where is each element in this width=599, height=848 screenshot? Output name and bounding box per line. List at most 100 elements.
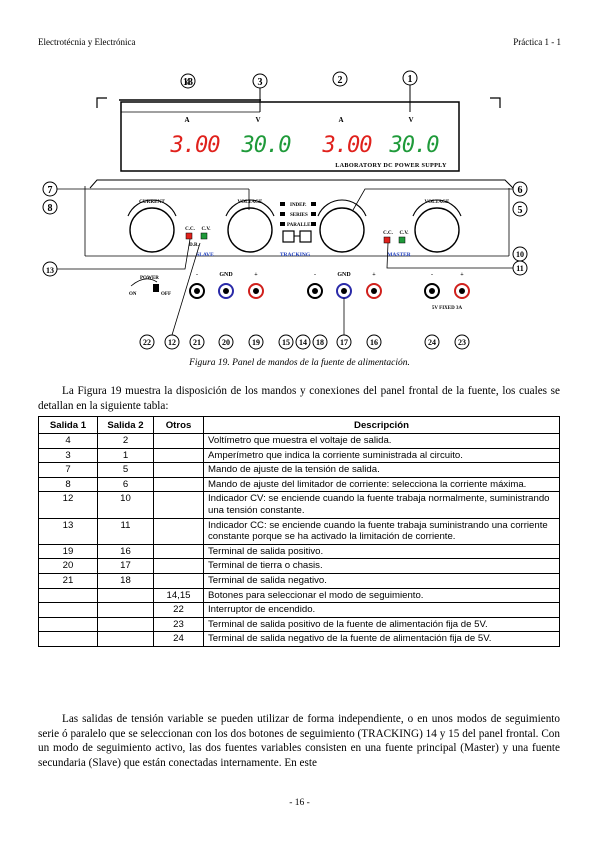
figure-caption: Figura 19. Panel de mandos de la fuente … [189, 358, 410, 368]
cell-descripcion: Terminal de salida positivo. [203, 543, 560, 560]
power-switch[interactable] [153, 284, 159, 292]
callout-6: 6 [518, 185, 523, 196]
cell-salida-1 [38, 631, 98, 647]
callout-19: 19 [252, 338, 260, 347]
cell-otros: 24 [153, 631, 204, 647]
section-label-tracking: TRACKING [280, 252, 311, 258]
cell-salida-2 [97, 587, 154, 604]
cell-salida-1: 7 [38, 462, 98, 478]
terminal-label-pos-slave: + [254, 272, 258, 278]
cell-salida-1: 13 [38, 517, 98, 545]
cell-salida-2 [97, 616, 154, 633]
cell-salida-1: 19 [38, 543, 98, 560]
power-supply-panel-figure: A V A V 3.00 30.0 3.00 30.0 LABORATORY D… [42, 70, 528, 350]
header-salida-2: Salida 2 [97, 416, 154, 434]
display-unit-1: A [184, 116, 189, 124]
callout-13: 13 [46, 266, 54, 275]
voltmeter-display-slave: 30.0 [241, 133, 292, 158]
callout-22: 22 [143, 338, 151, 347]
cell-salida-2: 16 [97, 543, 154, 560]
cell-salida-2: 17 [97, 558, 154, 574]
display-window [120, 101, 460, 172]
page-number: - 16 - [289, 798, 310, 808]
cell-salida-2: 10 [97, 491, 154, 519]
ammeter-display-master: 3.00 [322, 133, 373, 158]
table-header-row: Salida 1 Salida 2 Otros Descripción [38, 416, 560, 434]
display-unit-4: V [408, 116, 413, 124]
cell-salida-2 [97, 602, 154, 618]
voltage-knob-label-master: VOLTAGE [425, 199, 451, 205]
callout-4-label: 4 [186, 77, 191, 88]
cell-descripcion: Mando de ajuste del limitador de corrien… [203, 476, 560, 493]
power-label: POWER [140, 276, 159, 281]
callout-1-label: 1 [408, 74, 413, 85]
voltage-knob-slave[interactable] [227, 207, 273, 253]
callout-23: 23 [458, 338, 466, 347]
terminal-label-pos-fixed: + [460, 272, 464, 278]
callout-8: 8 [48, 203, 53, 214]
voltage-knob-master[interactable] [414, 207, 460, 253]
callout-2-label: 2 [338, 75, 343, 86]
callout-20: 20 [222, 338, 230, 347]
cell-otros: 23 [153, 616, 204, 633]
cell-salida-2: 1 [97, 447, 154, 464]
power-on-label: ON [129, 292, 137, 297]
header-salida-1: Salida 1 [38, 416, 98, 434]
cell-descripcion: Terminal de salida negativo de la fuente… [203, 631, 560, 647]
current-knob-master[interactable] [319, 207, 365, 253]
callout-24: 24 [428, 338, 436, 347]
tracking-button-14[interactable] [299, 230, 312, 243]
cell-salida-1: 21 [38, 572, 98, 589]
callout-18: 18 [316, 338, 324, 347]
cell-salida-2: 5 [97, 462, 154, 478]
tracking-button-15[interactable] [282, 230, 295, 243]
callout-15: 15 [282, 338, 290, 347]
cell-salida-1 [38, 587, 98, 604]
cell-otros [153, 517, 204, 545]
display-unit-2: V [255, 116, 260, 124]
cell-otros [153, 491, 204, 519]
cell-salida-1 [38, 616, 98, 633]
cell-descripcion: Interruptor de encendido. [203, 602, 560, 618]
current-knob[interactable] [129, 207, 175, 253]
cv-led-slave [200, 232, 208, 240]
cell-descripcion: Terminal de tierra o chasis. [203, 558, 560, 574]
callout-11: 11 [516, 264, 524, 273]
cell-salida-2: 18 [97, 572, 154, 589]
callout-21: 21 [193, 338, 201, 347]
cell-descripcion: Terminal de salida positivo de la fuente… [203, 616, 560, 633]
ammeter-display-slave: 3.00 [170, 133, 221, 158]
cell-salida-2: 6 [97, 476, 154, 493]
switch-label-parallel: PARALLEL [287, 223, 315, 228]
terminal-label-gnd-slave: GND [219, 272, 233, 278]
cell-descripcion: Terminal de salida negativo. [203, 572, 560, 589]
section-label-slave: SLAVE [196, 252, 214, 258]
page-header-left: Electrotécnia y Electrónica [38, 37, 136, 47]
dr-label: D.R. [189, 243, 199, 248]
cell-otros [153, 476, 204, 493]
cv-label-slave: C.V. [201, 227, 211, 232]
cell-descripcion: Amperímetro que indica la corriente sumi… [203, 447, 560, 464]
cell-salida-2 [97, 631, 154, 647]
intro-paragraph: La Figura 19 muestra la disposición de l… [38, 385, 560, 412]
cell-otros [153, 543, 204, 560]
callout-17: 17 [340, 338, 348, 347]
callout-16: 16 [370, 338, 378, 347]
cell-descripcion: Indicador CC: se enciende cuando la fuen… [203, 517, 560, 545]
fixed-label: 5V FIXED 3A [432, 306, 463, 311]
cell-salida-2: 11 [97, 517, 154, 545]
cell-otros: 14,15 [153, 587, 204, 604]
cc-label-slave: C.C. [185, 227, 195, 232]
panel-title: LABORATORY DC POWER SUPPLY [335, 162, 447, 169]
callout-4: 13 [183, 77, 193, 88]
callout-5: 5 [518, 205, 523, 216]
callout-14: 14 [299, 338, 307, 347]
cell-otros [153, 462, 204, 478]
